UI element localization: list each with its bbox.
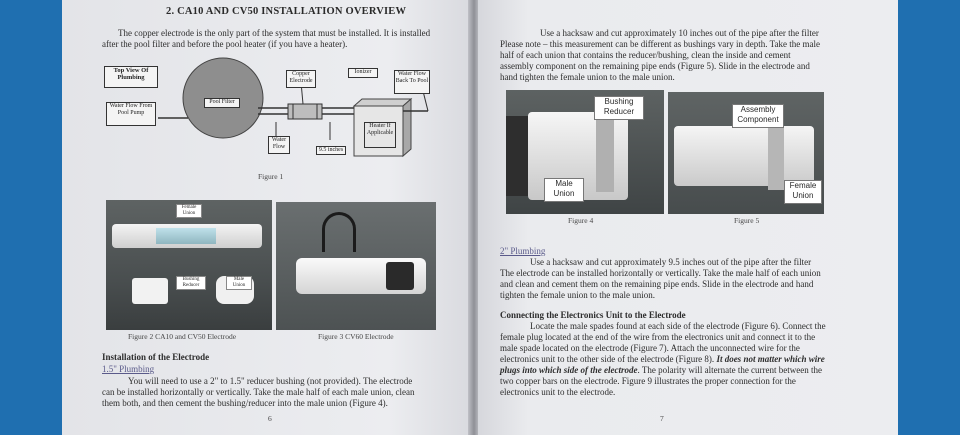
figure-1-caption: Figure 1 [258, 172, 284, 181]
para1-line-4: assembly component on the remaining pipe… [500, 61, 810, 71]
page-number-left: 6 [268, 414, 272, 423]
water-flow-from-label: Water Flow From Pool Pump [106, 102, 156, 126]
top-view-label: Top View Of Plumbing [104, 66, 158, 88]
left-page: 2. CA10 AND CV50 INSTALLATION OVERVIEW T… [62, 0, 471, 435]
dimension-label: 9.5 inches [316, 146, 346, 155]
para3-line-4: electronics unit to the other side of th… [500, 354, 825, 365]
para1-line-1: Use a hacksaw and cut approximately 10 i… [540, 28, 819, 38]
fig5-assembly-label: Assembly Component [732, 104, 784, 128]
plumbing-15-heading: 1.5" Plumbing [102, 364, 155, 374]
figure-4-photo: Bushing Reducer Male Union [506, 90, 664, 214]
fig2-male-union-label: Male Union [226, 276, 252, 290]
para3-line-4-emphasis: It does not matter which wire [716, 354, 825, 364]
para3-line-5: plugs into which side of the electrode. … [500, 365, 822, 376]
figure-5-caption: Figure 5 [734, 216, 760, 225]
plumbing-diagram: Top View Of Plumbing Water Flow From Poo… [98, 56, 448, 172]
page-number-right: 7 [660, 414, 664, 423]
fig4-male-union-label: Male Union [544, 178, 584, 202]
union-ring [596, 120, 614, 192]
figure-2-photo: Female Union Bushing Reducer Male Union [106, 200, 272, 330]
water-flow-back-label: Water Flow Back To Pool [394, 70, 430, 94]
para1-line-2: Please note – this measurement can be di… [500, 39, 820, 49]
heater-label: Heater If Applicable [364, 122, 396, 148]
connect-heading: Connecting the Electronics Unit to the E… [500, 310, 686, 320]
electrode-tube [156, 228, 216, 244]
para3-line-7: electronics unit to the electrode. [500, 387, 616, 397]
pool-filter-label: Pool Filter [204, 98, 240, 108]
figure-2-caption: Figure 2 CA10 and CV50 Electrode [128, 332, 237, 341]
figure-3-caption: Figure 3 CV60 Electrode [318, 332, 394, 341]
assembly-body [674, 126, 814, 186]
fig2-bushing-label: Bushing Reducer [176, 276, 206, 290]
section-title: 2. CA10 AND CV50 INSTALLATION OVERVIEW [166, 6, 407, 17]
para3-line-5-emphasis: plugs into which side of the electrode [500, 365, 638, 375]
assembly-ring [768, 122, 784, 190]
fig2-female-union-label: Female Union [176, 204, 202, 218]
para3-line-1: Locate the male spades found at each sid… [530, 321, 826, 331]
right-page: Use a hacksaw and cut approximately 10 i… [478, 0, 898, 435]
pipe-end [386, 262, 414, 290]
intro-line-1: The copper electrode is the only part of… [118, 28, 431, 38]
install-heading: Installation of the Electrode [102, 352, 210, 362]
fig5-female-union-label: Female Union [784, 180, 822, 204]
para3-line-4a: electronics unit to the other side of th… [500, 354, 717, 364]
para2-line-2: The electrode can be installed horizonta… [500, 268, 821, 278]
para3-line-2: female plug located at the end of the wi… [500, 332, 816, 342]
para2-line-3: and clean and cement them on the remaini… [500, 279, 814, 289]
fig4-bushing-label: Bushing Reducer [594, 96, 644, 120]
para2-line-4: tighten the female union to the male uni… [500, 290, 655, 300]
water-flow-label: Water Flow [268, 136, 290, 154]
plumbing-2-heading: 2" Plumbing [500, 246, 546, 256]
copper-electrode-label: Copper Electrode [286, 70, 316, 88]
book-gutter [468, 0, 480, 435]
intro-line-2: after the pool filter and before the poo… [102, 39, 348, 49]
para1-line-3: half of each union that contains the red… [500, 50, 791, 60]
para3-line-6: two copper bars on the electrode. Figure… [500, 376, 796, 386]
para3-line-3: male spade located on the electrode (Fig… [500, 343, 800, 353]
para-15-line-1: You will need to use a 2" to 1.5" reduce… [128, 376, 413, 386]
para2-line-1: Use a hacksaw and cut approximately 9.5 … [530, 257, 812, 267]
para3-line-5b: . The polarity will alternate the curren… [637, 365, 823, 375]
para-15-line-3: them both, and then cement the bushing/r… [102, 398, 388, 408]
bushing-piece [132, 278, 168, 304]
cable [322, 212, 356, 252]
para1-line-5: hand tighten the female union to the mal… [500, 72, 675, 82]
figure-4-caption: Figure 4 [568, 216, 594, 225]
para-15-line-2: can be installed horizontally or vertica… [102, 387, 415, 397]
figure-3-photo [276, 202, 436, 330]
ionizer-label: Ionizer [348, 68, 378, 78]
figure-5-photo: Assembly Component Female Union [668, 92, 824, 214]
pipe-dark [506, 116, 532, 196]
